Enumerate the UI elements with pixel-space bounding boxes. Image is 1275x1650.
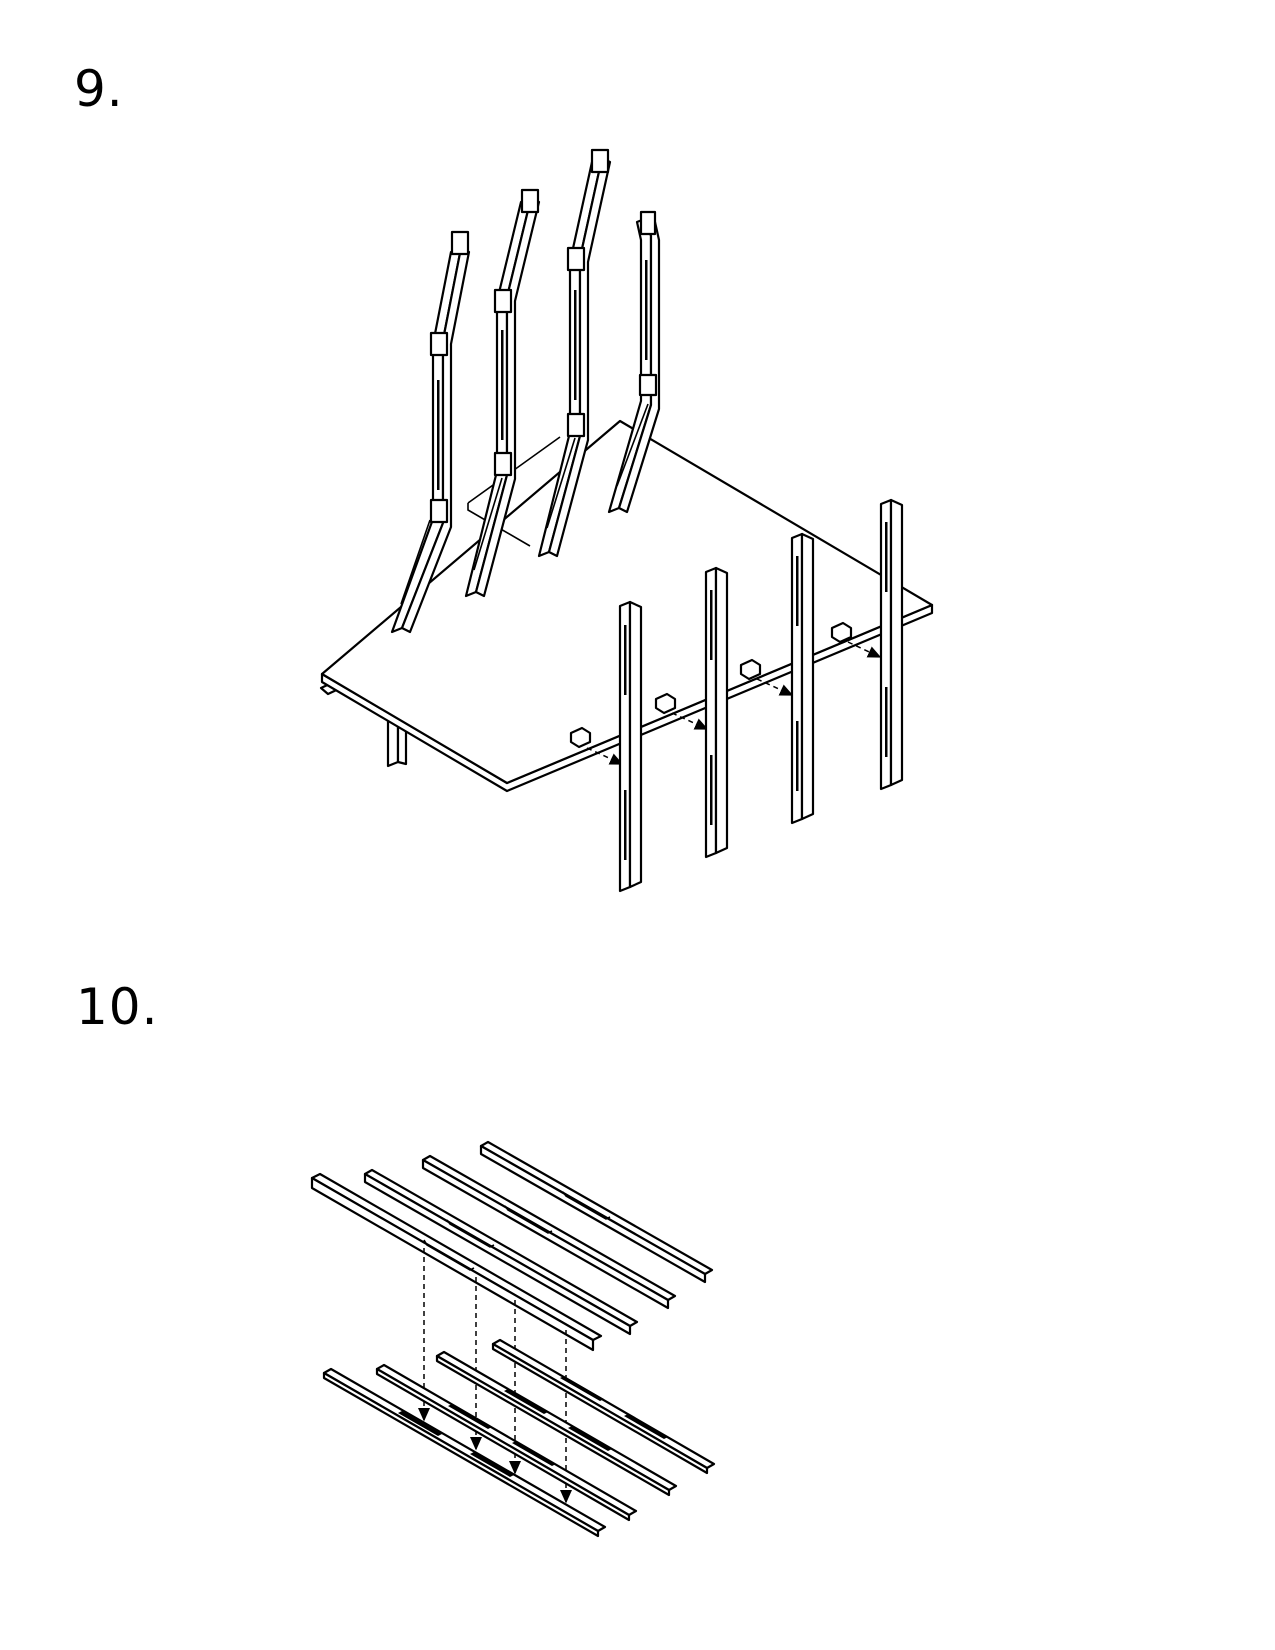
- step-10-diagram: [310, 1140, 716, 1538]
- step-9-diagram: [319, 148, 934, 893]
- upper-rails: [310, 1140, 714, 1352]
- upper-rail-4: [479, 1140, 714, 1284]
- lower-rail-4: [491, 1338, 716, 1475]
- upper-rail-1: [310, 1172, 603, 1352]
- front-leg-1: [618, 600, 643, 893]
- back-frame-2: [464, 188, 541, 598]
- insertion-arrows: [586, 641, 882, 765]
- upper-rail-2: [363, 1168, 639, 1336]
- lower-rail-2: [375, 1363, 638, 1522]
- lower-rail-1: [322, 1367, 607, 1538]
- back-frame-3: [537, 148, 612, 558]
- lower-rails: [322, 1338, 716, 1538]
- back-frame-1: [390, 230, 471, 634]
- front-leg-3: [790, 532, 815, 825]
- front-leg-2: [704, 566, 729, 859]
- back-frames: [390, 148, 661, 634]
- upper-rail-3: [421, 1154, 677, 1310]
- front-edge-clips: [569, 621, 853, 749]
- front-legs: [618, 498, 904, 893]
- lower-rail-3: [435, 1350, 678, 1497]
- back-frame-4: [607, 210, 661, 514]
- step-9-number: 9.: [74, 60, 124, 118]
- front-leg-4: [879, 498, 904, 791]
- step-10-number: 10.: [76, 978, 159, 1036]
